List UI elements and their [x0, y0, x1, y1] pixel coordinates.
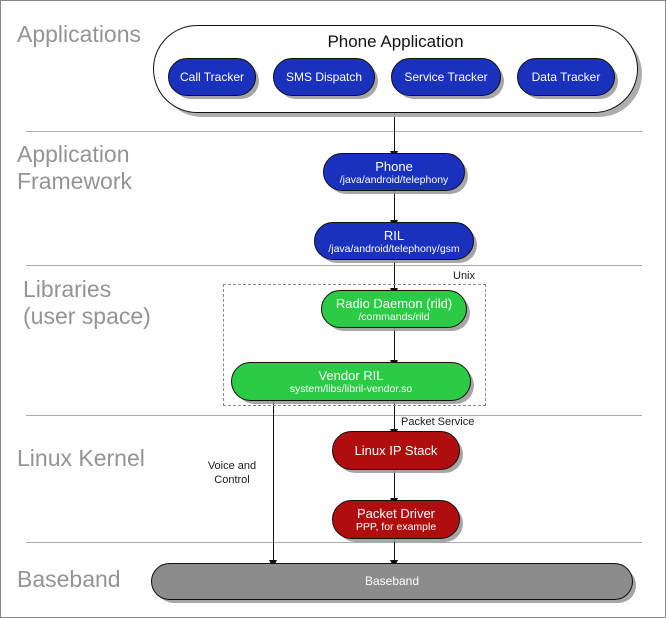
unix-group-label: Unix — [453, 270, 476, 282]
divider-applications-framework — [26, 131, 642, 132]
connector-vendor-ril-to-ip-stack — [394, 399, 395, 432]
node-radio-daemon-title: Radio Daemon (rild) — [335, 295, 453, 311]
app-node-sms-dispatch-label: SMS Dispatch — [285, 69, 363, 84]
node-packet-driver-title: Packet Driver — [356, 506, 436, 521]
edge-label-packet-service: Packet Service — [401, 416, 475, 428]
connector-phone-to-ril — [394, 190, 395, 223]
node-radio-daemon-subtitle: /commands/rild — [358, 310, 430, 323]
node-baseband[interactable]: Baseband — [151, 563, 633, 600]
node-baseband-title: Baseband — [364, 574, 420, 588]
band-label-applications: Applications — [17, 21, 142, 47]
node-ril-subtitle: /java/android/telephony/gsm — [328, 242, 460, 255]
node-vendor-ril-title: Vendor RIL — [318, 368, 384, 383]
node-packet-driver[interactable]: Packet Driver PPP, for example — [332, 500, 460, 539]
connector-ril-to-radio-daemon — [394, 259, 395, 291]
node-vendor-ril-subtitle: system/libs/libril-vendor.so — [289, 383, 413, 395]
node-radio-daemon[interactable]: Radio Daemon (rild) /commands/rild — [321, 290, 467, 328]
app-node-sms-dispatch[interactable]: SMS Dispatch — [273, 58, 375, 96]
node-phone-subtitle: /java/android/telephony — [339, 173, 449, 186]
app-node-data-tracker[interactable]: Data Tracker — [517, 58, 615, 96]
edge-label-voice-and-control: Voice and Control — [207, 460, 257, 486]
phone-application-title: Phone Application — [327, 32, 464, 51]
band-label-baseband: Baseband — [17, 566, 121, 592]
connector-ip-stack-to-packet-driver — [394, 469, 395, 501]
connector-apps-to-phone — [394, 113, 395, 154]
connector-packet-driver-to-baseband — [394, 537, 395, 564]
app-node-data-tracker-label: Data Tracker — [531, 69, 601, 84]
band-label-libraries: Libraries (user space) — [23, 276, 151, 329]
node-ril[interactable]: RIL /java/android/telephony/gsm — [314, 222, 474, 260]
unix-group-box — [223, 284, 486, 406]
node-ril-title: RIL — [383, 227, 405, 243]
node-phone-title: Phone — [375, 158, 413, 174]
divider-framework-libraries — [26, 265, 642, 266]
node-vendor-ril[interactable]: Vendor RIL system/libs/libril-vendor.so — [231, 362, 471, 401]
node-linux-ip-stack[interactable]: Linux IP Stack — [332, 431, 460, 470]
app-node-service-tracker[interactable]: Service Tracker — [391, 58, 501, 96]
app-node-service-tracker-label: Service Tracker — [404, 69, 488, 84]
app-node-call-tracker-label: Call Tracker — [179, 69, 244, 84]
connector-vendor-ril-to-baseband-voice — [273, 399, 274, 564]
connector-radio-daemon-to-vendor-ril — [394, 327, 395, 364]
divider-kernel-baseband — [26, 542, 642, 543]
node-linux-ip-stack-title: Linux IP Stack — [354, 443, 438, 458]
app-node-call-tracker[interactable]: Call Tracker — [168, 58, 256, 96]
node-packet-driver-subtitle: PPP, for example — [355, 521, 437, 533]
divider-libraries-kernel — [26, 415, 642, 416]
node-phone[interactable]: Phone /java/android/telephony — [323, 153, 465, 191]
band-label-application-framework: Application Framework — [17, 141, 133, 194]
band-label-linux-kernel: Linux Kernel — [17, 445, 145, 471]
